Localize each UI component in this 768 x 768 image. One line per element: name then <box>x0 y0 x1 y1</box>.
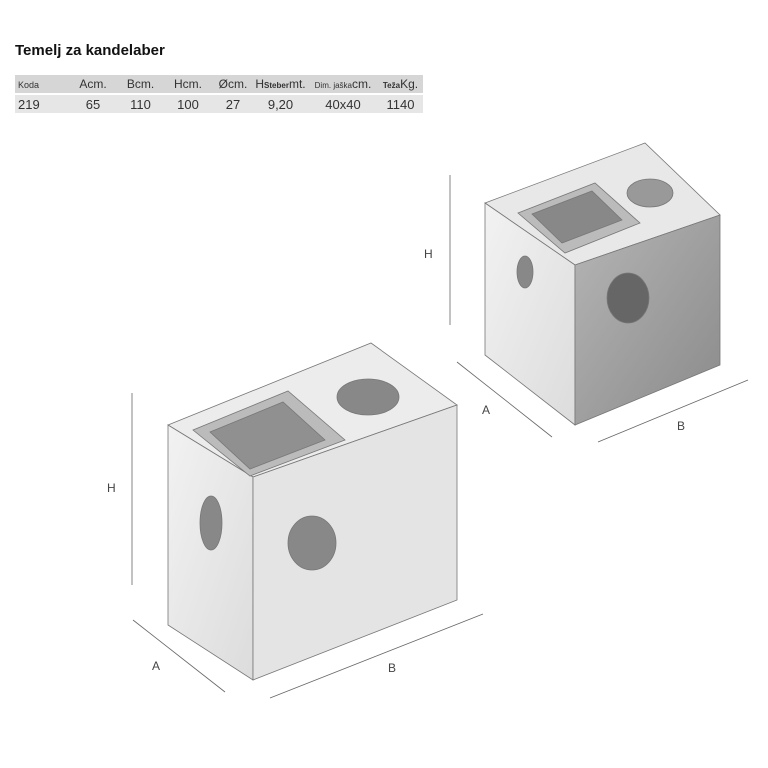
cell: 110 <box>130 96 151 112</box>
width-a-label: A <box>482 403 490 417</box>
col-header: Dim. jaškacm. <box>314 77 372 91</box>
spec-table: Koda Acm. Bcm. Hcm. Øcm. HStebermt. Dim.… <box>15 75 423 113</box>
cell: 40x40 <box>325 96 361 112</box>
col-header: Hcm. <box>173 77 202 91</box>
small-foundation-block <box>484 142 721 426</box>
col-header: Øcm. <box>218 77 248 91</box>
page-title: Temelj za kandelaber <box>15 42 165 59</box>
table-row: 219 65 110 100 27 9,20 40x40 1140 <box>15 95 423 113</box>
height-label: H <box>424 247 433 261</box>
cell: 65 <box>85 96 101 112</box>
cell: 9,20 <box>267 96 294 112</box>
cell: 27 <box>225 96 241 112</box>
col-header: TežaKg. <box>382 77 419 91</box>
cell: 1140 <box>386 96 415 112</box>
col-header: Bcm. <box>126 77 155 91</box>
table-header: Koda Acm. Bcm. Hcm. Øcm. HStebermt. Dim.… <box>15 75 423 93</box>
large-foundation-block <box>167 342 458 681</box>
width-a-label: A <box>152 659 160 673</box>
cell: 219 <box>18 96 40 112</box>
length-b-label: B <box>677 419 685 433</box>
cell: 100 <box>177 96 199 112</box>
length-b-label: B <box>388 661 396 675</box>
col-header: Koda <box>18 80 40 90</box>
large-dimension-lines <box>131 393 484 699</box>
height-label: H <box>107 481 116 495</box>
col-header: HStebermt. <box>255 77 306 91</box>
small-dimension-lines <box>449 175 749 443</box>
col-header: Acm. <box>79 77 107 91</box>
